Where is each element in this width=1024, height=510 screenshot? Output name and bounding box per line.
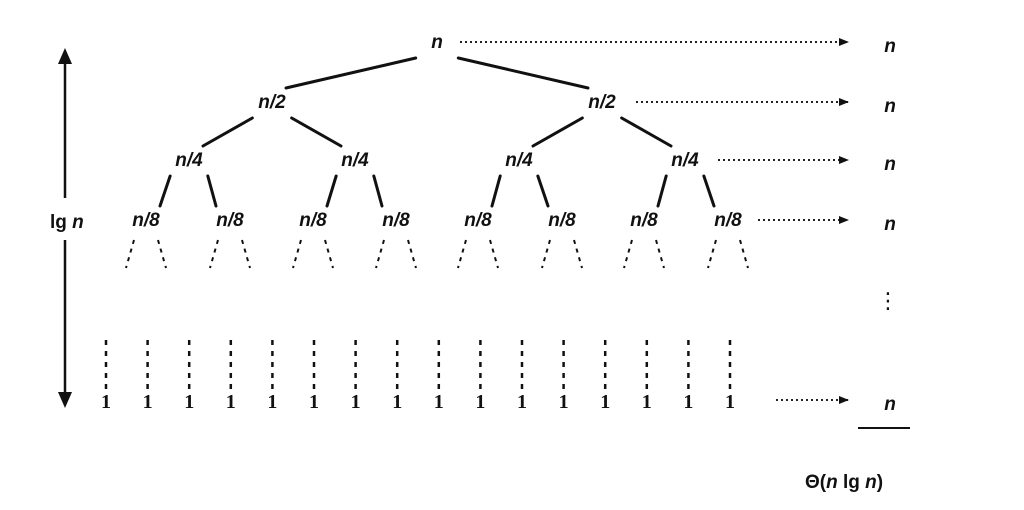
total-lg: lg: [838, 472, 865, 493]
ellipsis-vertical: ⋮: [877, 289, 899, 314]
tree-edges: [125, 56, 749, 269]
leaf-node-10: 1: [517, 391, 527, 413]
tree-node-l2-2: n/4: [505, 150, 533, 171]
total-n1: n: [826, 472, 838, 493]
leaf-node-9: 1: [475, 391, 485, 413]
tree-node-l3-4: n/8: [464, 210, 492, 231]
tree-node-l3-6: n/8: [630, 210, 658, 231]
tree-edge-l2-0-0: [158, 174, 172, 208]
height-arrow: [58, 48, 72, 408]
leaf-node-12: 1: [600, 391, 610, 413]
tree-node-l3-5: n/8: [548, 210, 576, 231]
subtree-stub-left-3: [375, 239, 385, 269]
height-label: lg n: [50, 212, 84, 233]
leaf-node-11: 1: [559, 391, 569, 413]
leaf-node-1: 1: [143, 391, 153, 413]
subtree-stub-left-6: [623, 239, 633, 269]
leaf-node-8: 1: [434, 391, 444, 413]
tree-node-l2-3: n/4: [671, 150, 699, 171]
tree-edge-l2-0-1: [206, 174, 218, 208]
height-label-n: n: [72, 212, 84, 233]
leaf-node-3: 1: [226, 391, 236, 413]
subtree-stub-left-4: [457, 239, 467, 269]
level-cost-3: n: [884, 214, 896, 235]
subtree-stub-left-1: [209, 239, 219, 269]
subtree-stub-left-0: [125, 239, 135, 269]
tree-node-l1-0: n/2: [258, 92, 286, 113]
tree-node-l3-2: n/8: [299, 210, 327, 231]
tree-node-l3-1: n/8: [216, 210, 244, 231]
tree-edge-l2-2-1: [536, 174, 550, 208]
leaf-node-13: 1: [642, 391, 652, 413]
leaf-node-15: 1: [725, 391, 735, 413]
total-close: ): [877, 472, 883, 493]
subtree-stub-right-4: [489, 239, 499, 269]
subtree-stub-right-1: [241, 239, 251, 269]
tree-node-l2-1: n/4: [341, 150, 369, 171]
leaf-cost: n: [884, 394, 896, 415]
subtree-stub-right-6: [655, 239, 665, 269]
subtree-stub-left-2: [292, 239, 302, 269]
leaf-node-0: 1: [101, 391, 111, 413]
tree-edge-l1-0-1: [290, 116, 343, 148]
level-cost-arrows: n n n n n: [460, 36, 896, 415]
tree-edge-l2-3-0: [656, 174, 668, 208]
subtree-stub-left-5: [541, 239, 551, 269]
leaf-node-6: 1: [351, 391, 361, 413]
tree-edge-l2-3-1: [702, 174, 716, 208]
tree-edge-l1-1-0: [531, 116, 584, 148]
subtree-stub-right-3: [407, 239, 417, 269]
tree-node-l1-1: n/2: [588, 92, 616, 113]
total-n2: n: [865, 472, 877, 493]
tree-edge-l2-1-0: [325, 174, 338, 208]
level-cost-1: n: [884, 96, 896, 117]
tree-node-l3-7: n/8: [714, 210, 742, 231]
subtree-stub-right-7: [739, 239, 749, 269]
subtree-stub-left-7: [707, 239, 717, 269]
level-cost-2: n: [884, 154, 896, 175]
total-cost: Θ(n lg n): [805, 472, 883, 493]
subtree-stub-right-2: [324, 239, 334, 269]
tree-node-l2-0: n/4: [175, 150, 203, 171]
total-theta: Θ(: [805, 472, 827, 493]
leaf-node-4: 1: [267, 391, 277, 413]
tree-edge-l0-0-0: [284, 56, 418, 90]
leaf-node-2: 1: [184, 391, 194, 413]
tree-edge-l1-1-1: [620, 116, 673, 148]
leaf-node-14: 1: [683, 391, 693, 413]
leaf-node-5: 1: [309, 391, 319, 413]
tree-edge-l1-0-0: [201, 116, 254, 148]
tree-node-l0-0: n: [431, 32, 443, 53]
leaf-node-7: 1: [392, 391, 402, 413]
tree-edge-l2-1-1: [372, 174, 384, 208]
tree-edge-l0-0-1: [456, 56, 590, 90]
subtree-stub-right-0: [157, 239, 167, 269]
height-label-lg: lg: [50, 212, 72, 233]
level-cost-0: n: [884, 36, 896, 57]
tree-edge-l2-2-0: [490, 174, 502, 208]
subtree-stub-right-5: [573, 239, 583, 269]
tree-node-l3-0: n/8: [132, 210, 160, 231]
tree-node-l3-3: n/8: [382, 210, 410, 231]
tree-nodes: n n/2 n/2 n/4 n/4 n/4 n/4 n/8 n/8 n/8 n/8 n/8 n/8 n/8…: [101, 32, 742, 413]
